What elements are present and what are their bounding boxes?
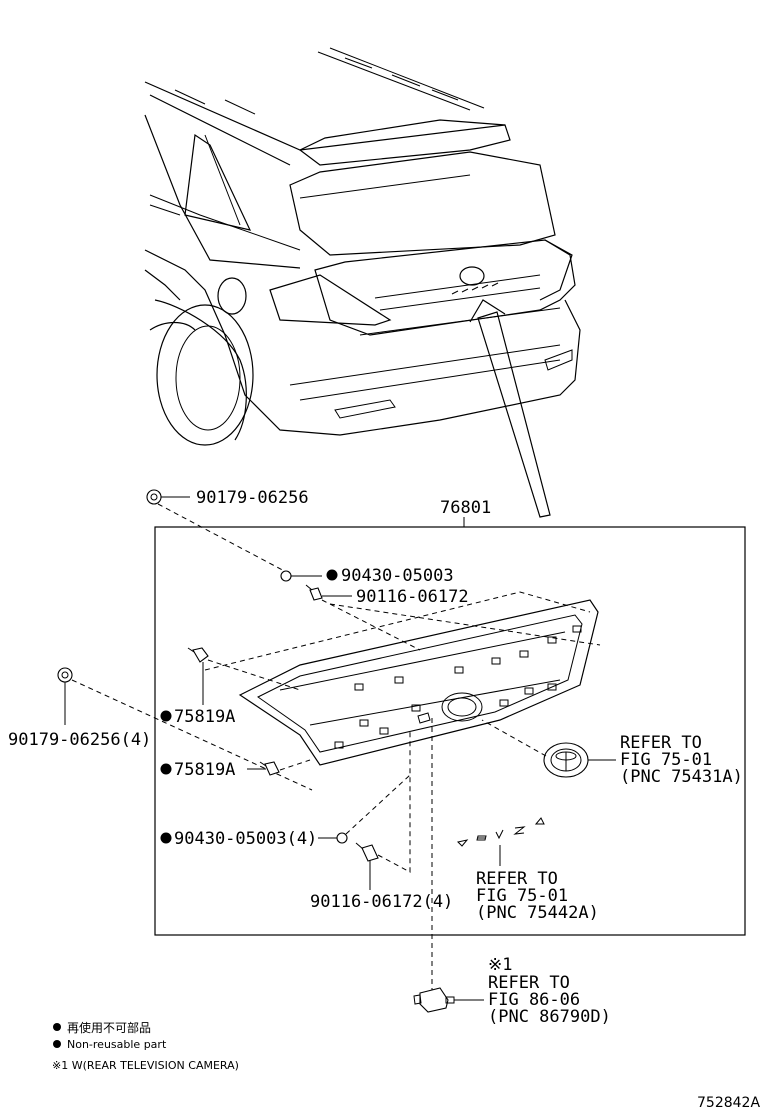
camera-ref-line-3: (PNC 86790D): [488, 1007, 611, 1027]
screw-top: 90116-06172: [305, 584, 469, 651]
camera-note-mark: ※1: [488, 955, 512, 975]
venza-ref-line-1: REFER TO: [476, 869, 558, 889]
bolt-75819a-lower: 75819A: [160, 759, 311, 780]
part-number-clip-left: 90179-06256(4): [8, 730, 151, 750]
legend-en: Non-reusable part: [67, 1038, 167, 1051]
non-reusable-mark: [160, 763, 172, 775]
assembly-number: 76801: [440, 498, 491, 518]
non-reusable-mark: [160, 832, 172, 844]
non-reusable-mark: [326, 569, 338, 581]
part-number-nut-bottom: 90430-05003(4): [174, 829, 317, 849]
camera-ref-line-1: REFER TO: [488, 973, 570, 993]
part-number-nut-top: 90430-05003: [341, 566, 454, 586]
bolt-75819a-upper: 75819A: [160, 647, 301, 727]
legend-note: ※1 W(REAR TELEVISION CAMERA): [52, 1059, 239, 1072]
venza-ref-line-3: (PNC 75442A): [476, 903, 599, 923]
emblem-ref-line-1: REFER TO: [620, 733, 702, 753]
nut-top: 90430-05003: [280, 566, 454, 586]
part-number-bolt-upper: 75819A: [174, 707, 235, 727]
assembly-frame: [154, 526, 746, 936]
part-number-clip-top: 90179-06256: [196, 488, 309, 508]
non-reusable-mark: [160, 710, 172, 722]
venza-ref-line-2: FIG 75-01: [476, 886, 568, 906]
nut-bottom: 90430-05003(4): [160, 774, 411, 849]
screw-bottom: 90116-06172(4): [310, 730, 453, 912]
clip-top: 90179-06256: [146, 488, 309, 575]
part-number-screw-top: 90116-06172: [356, 587, 469, 607]
part-number-bolt-lower: 75819A: [174, 760, 235, 780]
part-number-screw-bottom: 90116-06172(4): [310, 892, 453, 912]
figure-id: 752842A: [697, 1095, 760, 1111]
toyota-emblem: [481, 719, 616, 778]
legend: 再使用不可部品 Non-reusable part ※1 W(REAR TELE…: [52, 1020, 239, 1072]
venza-nameplate: [457, 817, 545, 866]
clip-left: 90179-06256(4): [8, 667, 313, 791]
legend-jp: 再使用不可部品: [67, 1020, 151, 1035]
emblem-ref-line-2: FIG 75-01: [620, 750, 712, 770]
emblem-ref-line-3: (PNC 75431A): [620, 767, 743, 787]
back-door-garnish: [204, 591, 601, 766]
camera-ref-line-2: FIG 86-06: [488, 990, 580, 1010]
rear-camera: [413, 718, 484, 1013]
vehicle-rear-illustration: [144, 47, 581, 518]
